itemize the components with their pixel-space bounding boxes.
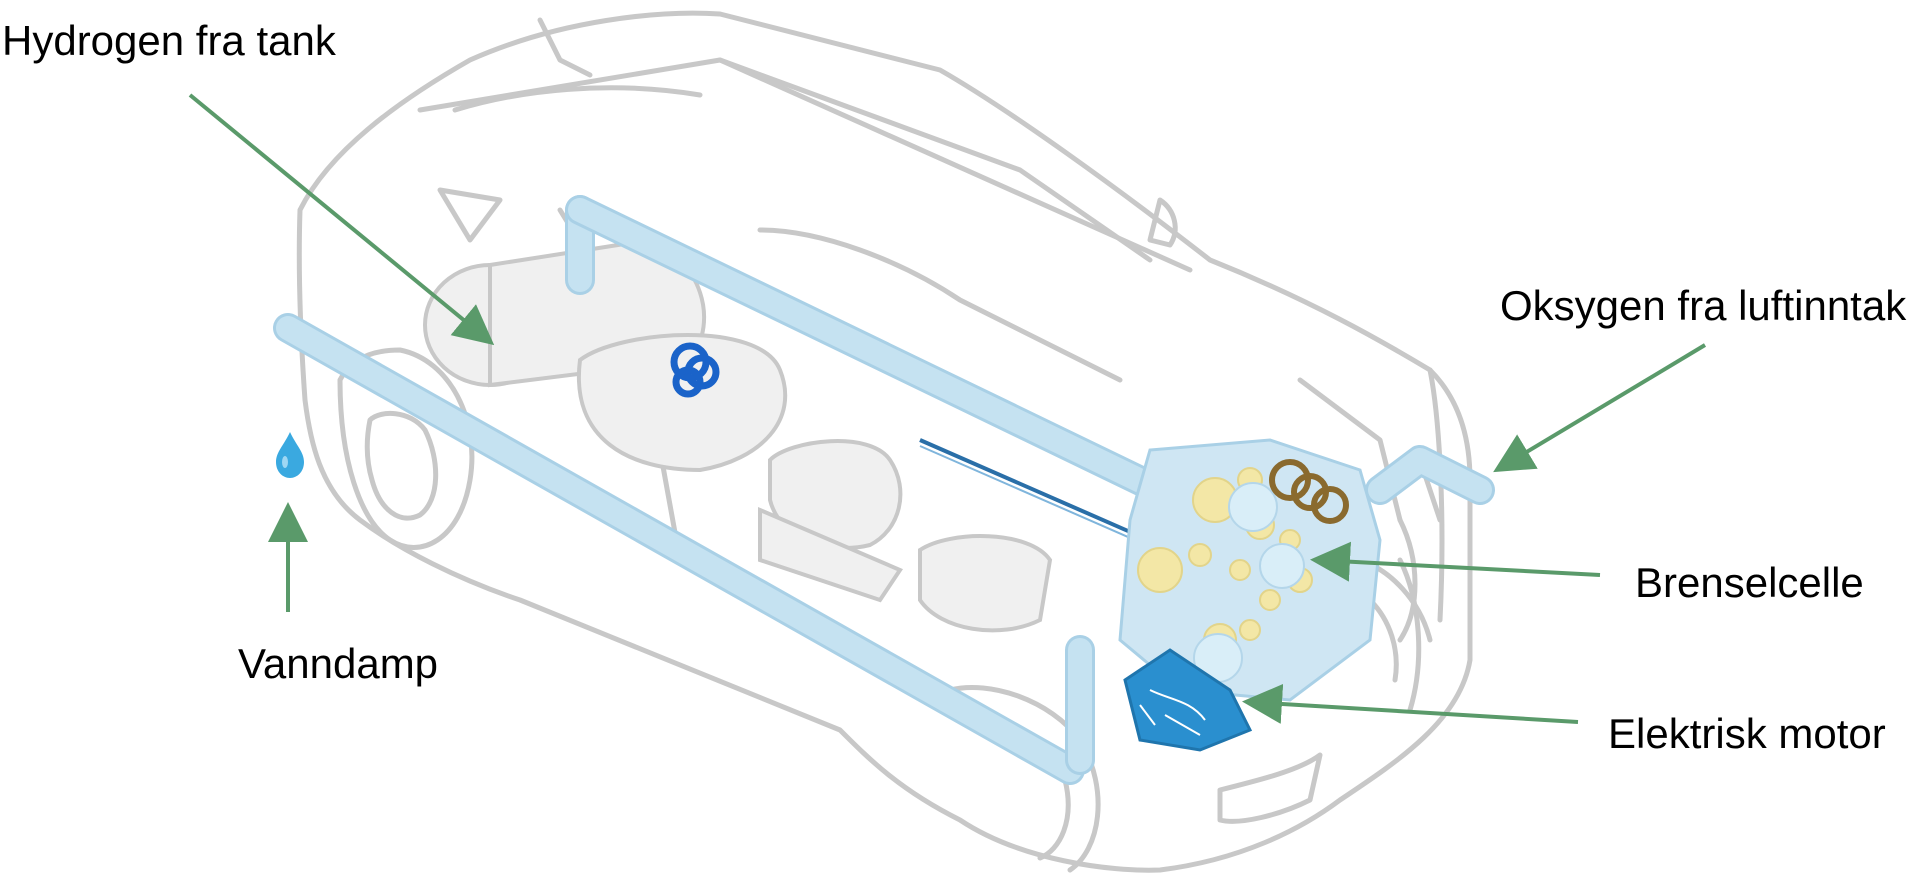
power-cable: [919, 438, 1161, 547]
label-electric-motor: Elektrisk motor: [1608, 710, 1886, 757]
pipes: [273, 195, 1495, 785]
electric-motor: [1123, 648, 1253, 752]
arrow-hydrogen: [188, 93, 495, 346]
tank-valve: [670, 342, 720, 398]
arrow-fuel-cell: [1310, 541, 1601, 582]
label-fuel-cell: Brenselcelle: [1635, 559, 1864, 606]
annotation-arrows: [188, 93, 1707, 724]
arrow-motor: [1242, 683, 1579, 724]
label-water-vapor: Vanndamp: [238, 640, 439, 687]
water-drop-icon: [276, 432, 304, 478]
label-oxygen-from-air-intake: Oksygen fra luftinntak: [1500, 282, 1907, 329]
label-hydrogen-from-tank: Hydrogen fra tank: [2, 17, 336, 64]
arrow-oxygen: [1493, 343, 1707, 473]
hydrogen-tanks: [423, 237, 1053, 633]
